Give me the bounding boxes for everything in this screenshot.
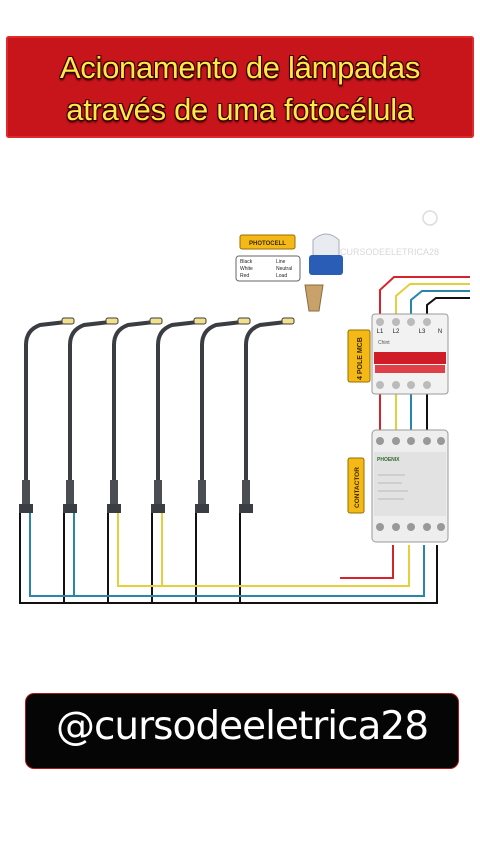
legend-terminal-neutral: Neutral	[276, 266, 292, 272]
street-lamp	[239, 317, 295, 513]
mcb-terminal-n: N	[438, 329, 442, 335]
lamp-head	[149, 317, 163, 325]
black-bus-wire	[19, 512, 438, 604]
lamp-base	[151, 504, 165, 513]
street-lamp	[63, 317, 119, 513]
title-line-2: através de uma fotocélula	[66, 92, 414, 127]
blue-bus-wire	[29, 512, 425, 597]
social-handle: @cursodeeletrica28	[55, 704, 429, 749]
mcb-toggle-strip	[374, 352, 446, 364]
watermark-icon	[422, 210, 438, 226]
mcb-brand: Chint	[378, 340, 390, 346]
legend-wire-red: Red	[240, 273, 249, 279]
title-banner: Acionamento de lâmpadas através de uma f…	[6, 36, 474, 138]
lamp-base	[195, 504, 209, 513]
street-lamp	[195, 317, 251, 513]
mcb-label: 4 POLE MCB	[357, 337, 364, 380]
mcb-terminal-l2: L2	[393, 329, 400, 335]
street-lamp	[107, 317, 163, 513]
contactor-brand: PHOENIX	[377, 457, 400, 463]
wiring-diagram: PHOTOCELL Black Line White Neutral Red L…	[19, 210, 470, 604]
street-lamp	[19, 317, 75, 513]
street-lamp	[151, 317, 207, 513]
wiring	[19, 276, 470, 604]
photocell: PHOTOCELL Black Line White Neutral Red L…	[235, 233, 343, 312]
legend-terminal-line: Line	[276, 259, 286, 265]
photocell-dome	[312, 233, 340, 257]
lamp-head	[105, 317, 119, 325]
lamp-head	[281, 317, 295, 325]
legend-terminal-load: Load	[276, 273, 287, 279]
watermark: CURSODEELETRICA28	[340, 210, 439, 257]
photocell-base	[309, 255, 343, 275]
yellow-bus-wire	[117, 512, 410, 587]
lamp-base	[239, 504, 253, 513]
mcb-breaker: 4 POLE MCB L1 L2 L3 N Chint	[347, 313, 449, 395]
watermark-text: CURSODEELETRICA28	[340, 247, 439, 257]
title-line-1: Acionamento de lâmpadas	[59, 50, 421, 85]
mcb-terminal-l1: L1	[377, 329, 384, 335]
lamp-base	[63, 504, 77, 513]
lamp-base	[107, 504, 121, 513]
lamp-head	[193, 317, 207, 325]
lamp-head	[61, 317, 75, 325]
contactor-label: CONTACTOR	[354, 467, 361, 508]
street-lamps	[19, 317, 295, 513]
photocell-label: PHOTOCELL	[249, 241, 286, 247]
contactor: CONTACTOR PHOENIX	[347, 429, 449, 543]
legend-wire-white: White	[240, 266, 253, 272]
legend-wire-black: Black	[240, 259, 253, 265]
mcb-terminal-l3: L3	[419, 329, 426, 335]
handle-banner: @cursodeeletrica28	[26, 694, 458, 768]
red-feed-wire	[340, 545, 394, 579]
lamp-head	[237, 317, 251, 325]
lamp-base	[19, 504, 33, 513]
